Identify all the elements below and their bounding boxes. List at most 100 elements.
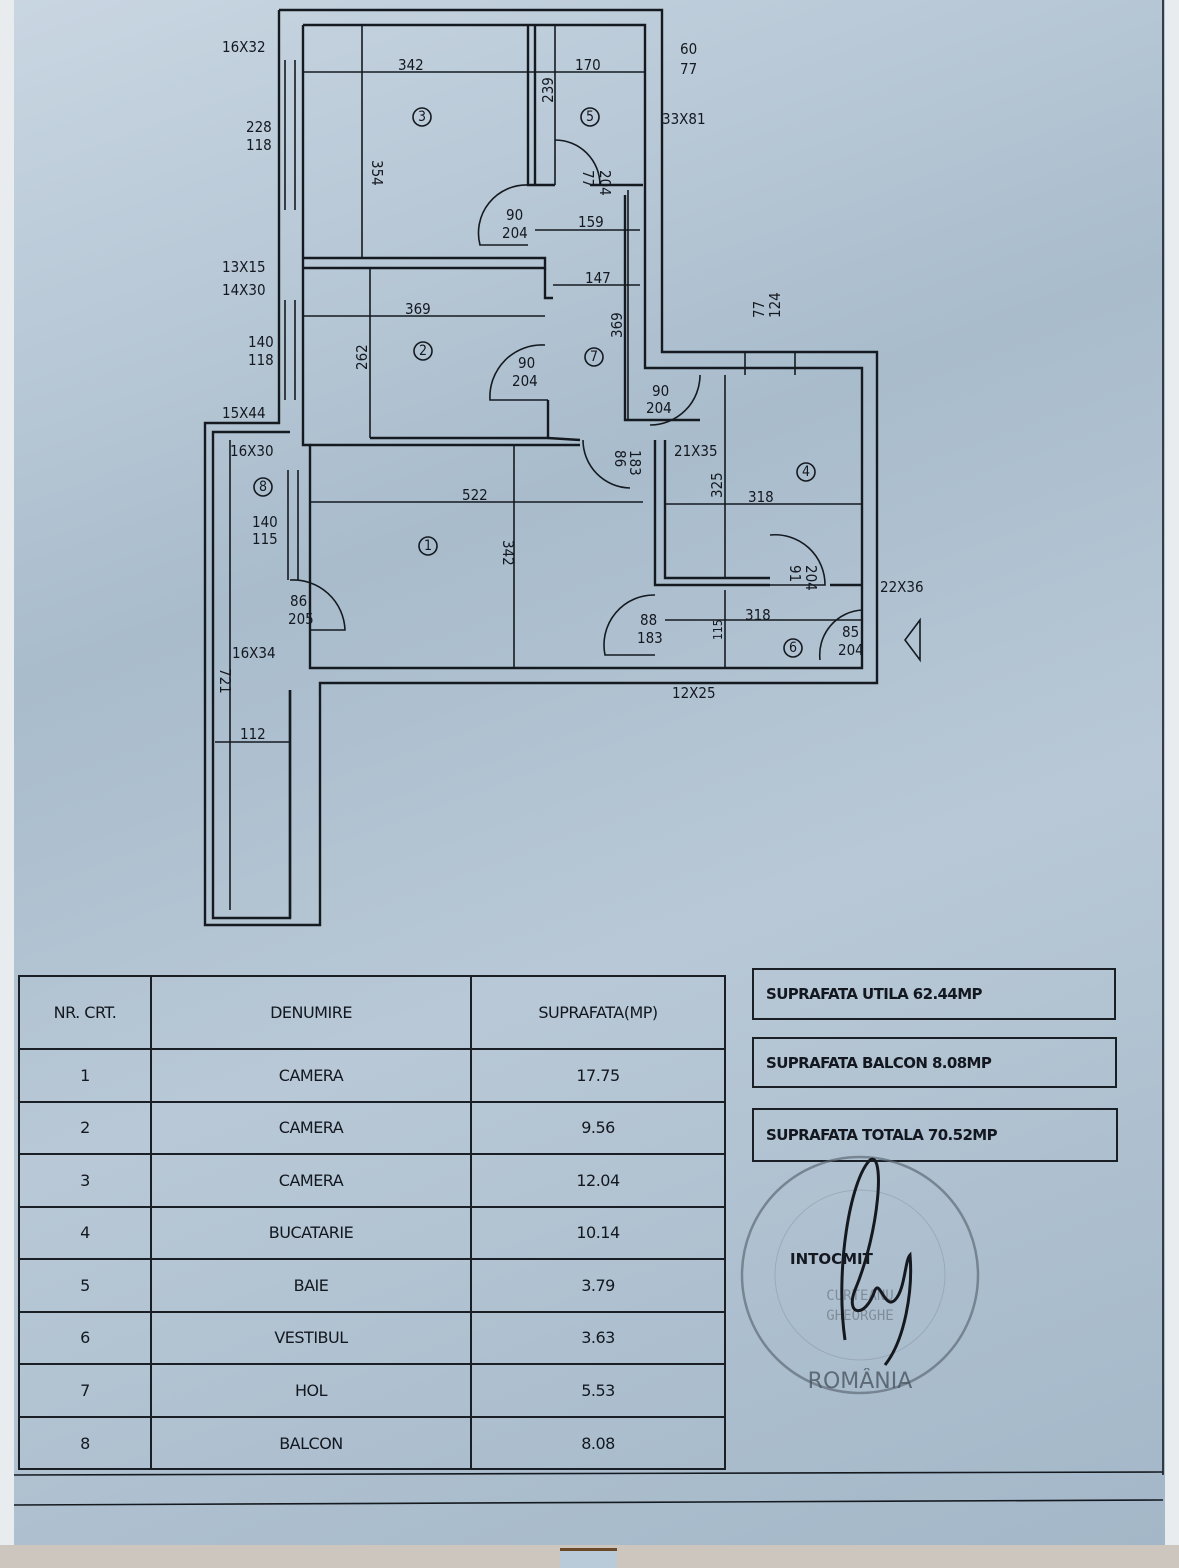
header-nr: NR. CRT. bbox=[20, 977, 152, 1050]
label: 16X30 bbox=[230, 442, 274, 460]
label: 204 bbox=[838, 641, 864, 659]
label: 342 bbox=[499, 540, 517, 566]
row-area: 9.56 bbox=[472, 1103, 724, 1155]
label: 14X30 bbox=[222, 281, 266, 299]
label: 159 bbox=[578, 213, 604, 231]
label: 91 bbox=[786, 565, 804, 582]
row-name: CAMERA bbox=[152, 1155, 472, 1208]
label: 15X44 bbox=[222, 404, 266, 422]
thumbnail[interactable] bbox=[560, 1548, 617, 1568]
row-name: BAIE bbox=[152, 1260, 472, 1313]
label: 118 bbox=[248, 351, 274, 369]
row-name: CAMERA bbox=[152, 1050, 472, 1103]
room-number: 5 bbox=[586, 109, 594, 125]
label: 16X34 bbox=[232, 644, 276, 662]
label: 12X25 bbox=[672, 684, 716, 702]
room-number: 6 bbox=[789, 640, 797, 656]
room-markers: 1 2 3 4 5 6 7 8 bbox=[253, 107, 816, 658]
label: 13X15 bbox=[222, 258, 266, 276]
label: 140 bbox=[248, 333, 274, 351]
row-number: 7 bbox=[20, 1365, 152, 1418]
label: 205 bbox=[288, 610, 314, 628]
label: 77 bbox=[579, 170, 597, 187]
row-area: 10.14 bbox=[472, 1208, 724, 1260]
label: 115 bbox=[252, 530, 278, 548]
row-name: CAMERA bbox=[152, 1102, 472, 1155]
entrance-arrow-icon bbox=[904, 617, 921, 663]
label: 140 bbox=[252, 513, 278, 531]
label: 204 bbox=[502, 224, 528, 242]
row-area: 3.63 bbox=[472, 1313, 724, 1365]
label: 85 bbox=[842, 623, 859, 641]
label: 77 bbox=[750, 301, 768, 318]
label: 183 bbox=[637, 629, 663, 647]
label: 90 bbox=[652, 382, 669, 400]
summary-utila: SUPRAFATA UTILA 62.44MP bbox=[752, 968, 1116, 1020]
label: 22X36 bbox=[880, 578, 924, 596]
label: 721 bbox=[216, 668, 234, 694]
room-number: 2 bbox=[419, 343, 427, 359]
row-number: 6 bbox=[20, 1312, 152, 1365]
row-number: 2 bbox=[20, 1102, 152, 1155]
label: 112 bbox=[240, 725, 266, 743]
label: 77 bbox=[680, 60, 697, 78]
summary-totala: SUPRAFATA TOTALA 70.52MP bbox=[752, 1108, 1118, 1162]
outer-wall bbox=[203, 8, 879, 927]
label: 204 bbox=[802, 565, 820, 591]
label: 183 bbox=[626, 450, 644, 476]
summary-balcon: SUPRAFATA BALCON 8.08MP bbox=[752, 1037, 1117, 1088]
label: 118 bbox=[246, 136, 272, 154]
label: 86 bbox=[611, 450, 629, 467]
svg-text:ROMÂNIA: ROMÂNIA bbox=[808, 1368, 913, 1394]
label: 21X35 bbox=[674, 442, 718, 460]
label: 318 bbox=[748, 488, 774, 506]
room-number: 3 bbox=[418, 109, 426, 125]
row-number: 3 bbox=[20, 1155, 152, 1208]
official-stamp: ROMÂNIA CURTEANU GHEORGHE bbox=[740, 1155, 980, 1395]
row-number: 4 bbox=[20, 1207, 152, 1260]
row-number: 1 bbox=[20, 1050, 152, 1103]
row-name: VESTIBUL bbox=[152, 1312, 472, 1365]
label: 354 bbox=[368, 160, 386, 186]
intocmit-label: INTOCMIT bbox=[790, 1250, 873, 1268]
header-denumire: DENUMIRE bbox=[152, 977, 472, 1050]
row-area: 3.79 bbox=[472, 1260, 724, 1313]
label: 369 bbox=[608, 312, 626, 338]
label: 16X32 bbox=[222, 38, 266, 56]
room-number: 4 bbox=[802, 464, 810, 480]
label: 318 bbox=[745, 606, 771, 624]
label: 60 bbox=[680, 40, 697, 58]
dimension-labels: 16X32 342 170 60 77 33X81 228 118 354 23… bbox=[216, 38, 924, 743]
label: 522 bbox=[462, 486, 488, 504]
label: 204 bbox=[646, 399, 672, 417]
row-area: 5.53 bbox=[472, 1365, 724, 1418]
label: 239 bbox=[539, 77, 557, 103]
row-area: 17.75 bbox=[472, 1050, 724, 1103]
label: 33X81 bbox=[662, 110, 706, 128]
label: 115 bbox=[711, 619, 725, 640]
row-name: BALCON bbox=[152, 1417, 472, 1470]
header-suprafata: SUPRAFATA(MP) bbox=[472, 977, 724, 1050]
label: 262 bbox=[353, 344, 371, 370]
label: 204 bbox=[596, 170, 614, 196]
label: 124 bbox=[766, 292, 784, 318]
row-number: 8 bbox=[20, 1417, 152, 1470]
label: 204 bbox=[512, 372, 538, 390]
label: 325 bbox=[708, 472, 726, 498]
label: 88 bbox=[640, 611, 657, 629]
row-name: HOL bbox=[152, 1365, 472, 1418]
room-number: 1 bbox=[424, 538, 432, 554]
room-number: 8 bbox=[259, 479, 267, 495]
label: 90 bbox=[506, 206, 523, 224]
label: 342 bbox=[398, 56, 424, 74]
row-name: BUCATARIE bbox=[152, 1207, 472, 1260]
row-number: 5 bbox=[20, 1260, 152, 1313]
label: 86 bbox=[290, 592, 307, 610]
row-area: 8.08 bbox=[581, 1434, 615, 1454]
label: 228 bbox=[246, 118, 272, 136]
label: 90 bbox=[518, 354, 535, 372]
label: 369 bbox=[405, 300, 431, 318]
row-area: 12.04 bbox=[472, 1155, 724, 1208]
inner-wall bbox=[301, 23, 864, 670]
